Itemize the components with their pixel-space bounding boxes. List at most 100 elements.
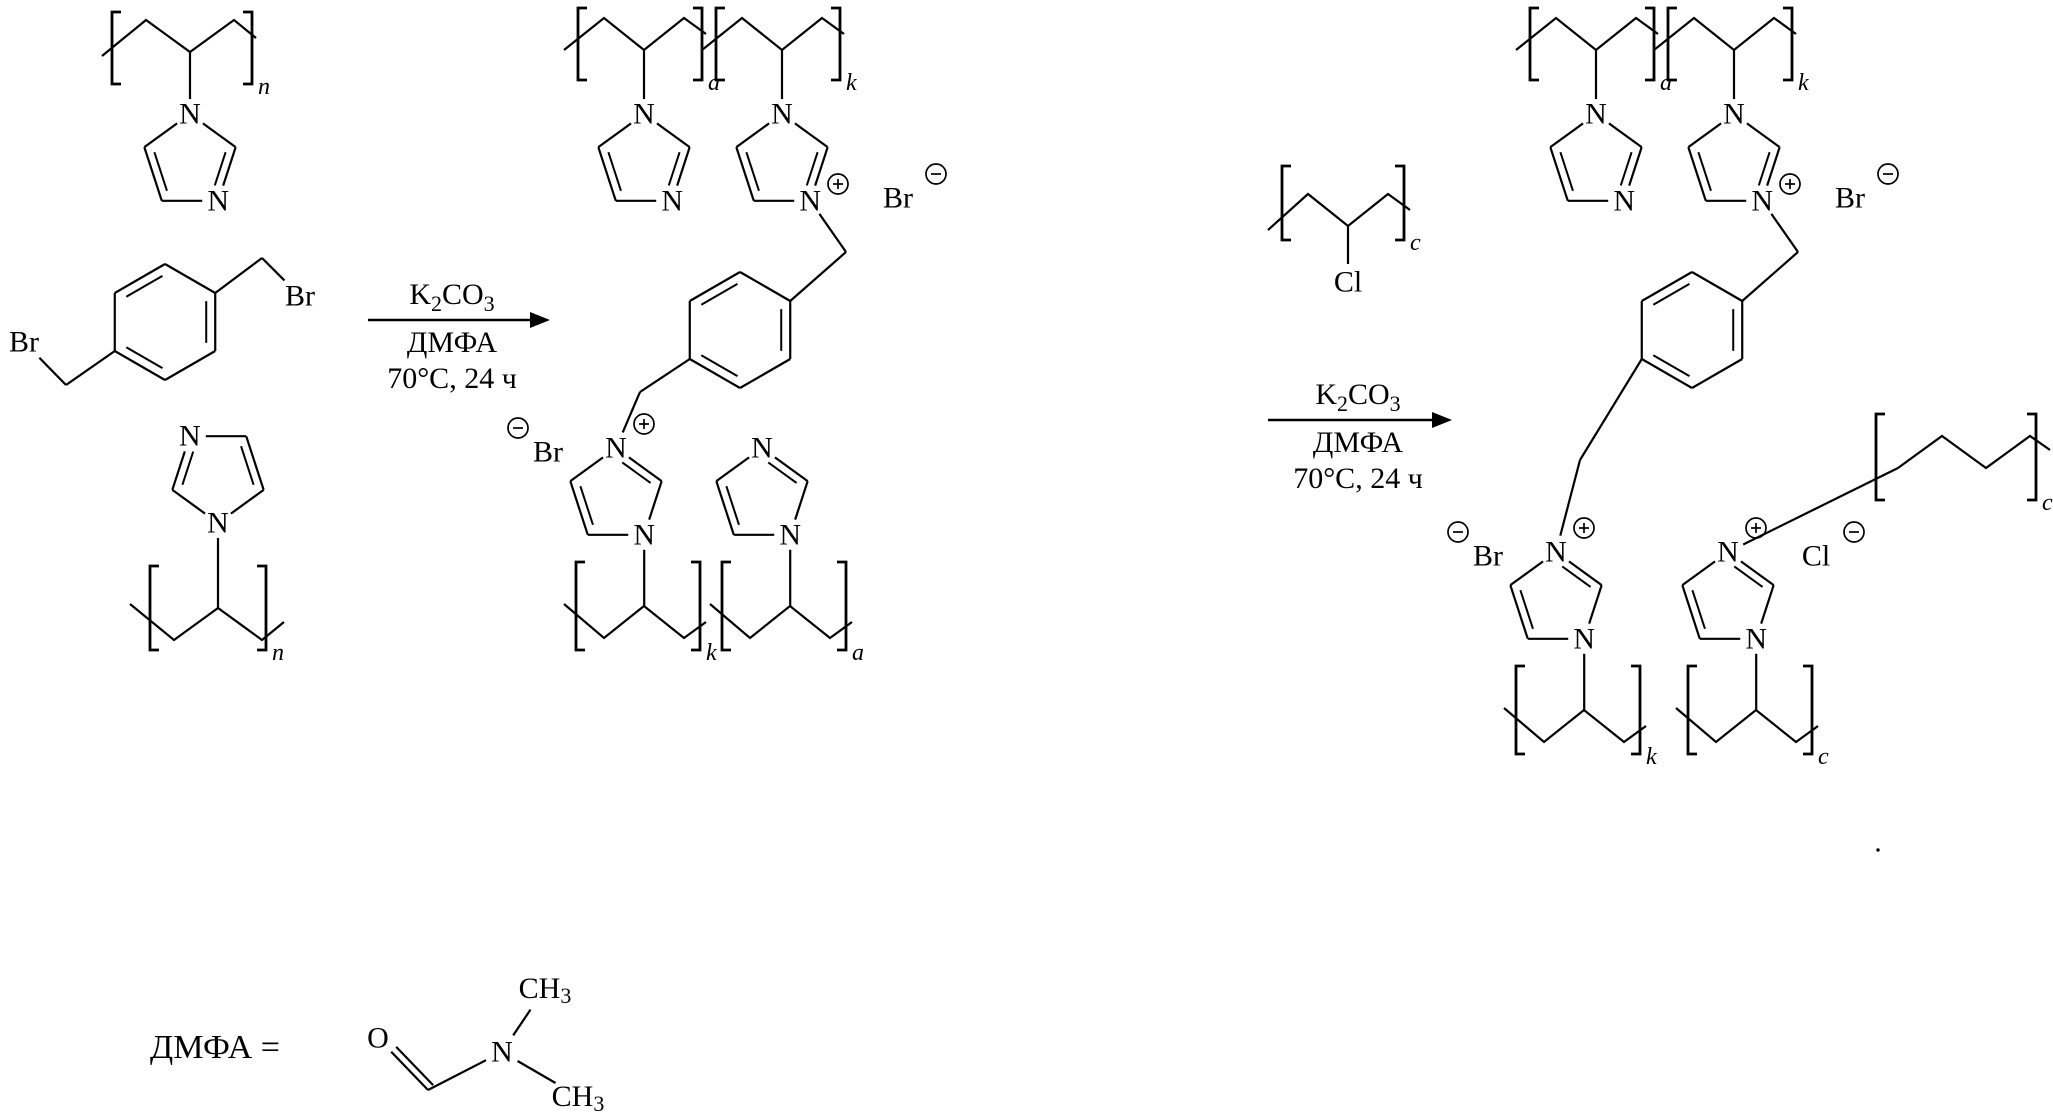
reagent-part: 2 — [431, 291, 442, 316]
ring-bond — [245, 435, 265, 491]
ring-bond — [114, 350, 166, 381]
bromine-label: Br — [533, 436, 563, 469]
polymer-backbone — [1653, 16, 1797, 52]
nitrogen-label: N — [1585, 98, 1607, 131]
repeat-subscript: k — [706, 640, 717, 666]
positive-charge-icon — [633, 413, 655, 435]
nitrogen-label: N — [605, 432, 627, 465]
polyvinylimidazole-bottom: NNn — [129, 420, 285, 666]
polymer-backbone — [563, 16, 707, 52]
nitrogen-label: N — [779, 518, 801, 551]
ring-double-bond — [1733, 565, 1764, 588]
ring-double-bond — [181, 451, 195, 486]
imidazole-ring: NN — [171, 420, 265, 540]
bond — [818, 213, 847, 253]
ring-bond — [1740, 560, 1775, 587]
ring-double-bond — [1619, 151, 1633, 186]
bracket-right — [2027, 412, 2038, 502]
ring-double-bond — [700, 282, 738, 306]
bracket-left — [1874, 412, 1885, 502]
bracket-left — [1666, 6, 1677, 82]
ring-double-bond — [805, 151, 819, 186]
negative-charge-icon — [1843, 521, 1865, 543]
nitrogen-label: N — [1573, 622, 1595, 655]
positive-charge-icon — [1573, 517, 1595, 539]
pvc-reagent: cCl — [1267, 164, 1421, 299]
bracket-right — [1803, 664, 1814, 756]
bond — [390, 1050, 429, 1091]
ring-bond — [1681, 584, 1701, 640]
bond — [38, 356, 67, 386]
benzene-ring — [688, 271, 792, 389]
nitrogen-label: N — [179, 420, 201, 453]
nitrogen-label: N — [1613, 184, 1635, 217]
bond — [1741, 251, 1799, 302]
ring-bond — [739, 271, 791, 302]
ring-bond — [1628, 146, 1643, 186]
imidazolium-ring: NN — [735, 98, 829, 217]
reagent-part: 3 — [1390, 391, 1401, 416]
ring-bond — [774, 456, 809, 483]
ring-double-bond — [213, 151, 227, 186]
ring-bond — [1509, 560, 1544, 587]
bond — [639, 358, 691, 393]
ring-bond — [1568, 560, 1603, 587]
charge-circle — [827, 173, 849, 195]
ring-double-bond — [1559, 151, 1574, 192]
repeat-subscript: c — [2042, 490, 2053, 516]
ring-bond — [597, 122, 632, 149]
ring-bond — [1760, 584, 1775, 624]
chlorine-label: Cl — [1802, 540, 1830, 573]
ring-double-bond — [745, 151, 760, 192]
backbone-unit-a-top: a — [563, 6, 720, 99]
charge-circle — [1843, 521, 1865, 543]
bracket-left — [720, 560, 731, 652]
ring-double-bond — [767, 461, 798, 484]
ring-bond — [1549, 122, 1584, 149]
methyl-part: CH — [552, 1080, 594, 1112]
reagent-label: K2CO3 — [409, 278, 494, 316]
repeat-subscript: n — [272, 640, 284, 666]
imidazolium-ring: NN — [1509, 536, 1603, 655]
bracket-right — [837, 560, 848, 652]
polymer-backbone — [101, 18, 257, 57]
nitrogen-label: N — [207, 507, 229, 540]
bond — [261, 257, 286, 282]
bracket-left — [714, 6, 725, 82]
imidazole-ring-neutral: NN — [715, 432, 809, 551]
nitrogen-label: N — [771, 98, 793, 131]
ring-bond — [1691, 271, 1743, 302]
oxygen-label: O — [367, 1022, 389, 1055]
ring-double-bond — [240, 445, 255, 486]
nitrogen-label: N — [207, 184, 229, 217]
ring-bond — [739, 358, 791, 389]
polymer-backbone — [701, 16, 845, 52]
ring-double-bond — [1691, 589, 1706, 630]
charge-circle — [925, 163, 947, 185]
nitrogen-label: N — [1723, 98, 1745, 131]
ring-bond — [164, 350, 216, 381]
backbone-unit-k-bottom: k — [1503, 664, 1657, 770]
ring-double-bond — [579, 485, 594, 526]
bromine-label: Br — [285, 280, 315, 313]
temperature-label: 70°C, 24 ч — [387, 362, 517, 395]
ring-bond — [735, 146, 755, 202]
bracket-left — [1528, 6, 1539, 82]
backbone-unit-a-bottom: a — [709, 560, 864, 666]
ring-bond — [1746, 122, 1781, 149]
bracket-left — [148, 564, 159, 652]
polymer-backbone — [1675, 707, 1819, 744]
repeat-subscript: c — [1410, 230, 1421, 256]
reagent-part: 2 — [1337, 391, 1348, 416]
ring-bond — [171, 451, 186, 491]
bond — [214, 257, 263, 294]
methyl-label: CH3 — [552, 1080, 605, 1112]
ring-bond — [164, 263, 216, 294]
bracket-right — [243, 10, 254, 86]
reagent-part: CO — [1348, 378, 1390, 411]
imidazole-ring: NN — [143, 98, 237, 217]
arrow-head — [1432, 412, 1452, 428]
bracket-left — [1686, 664, 1697, 756]
